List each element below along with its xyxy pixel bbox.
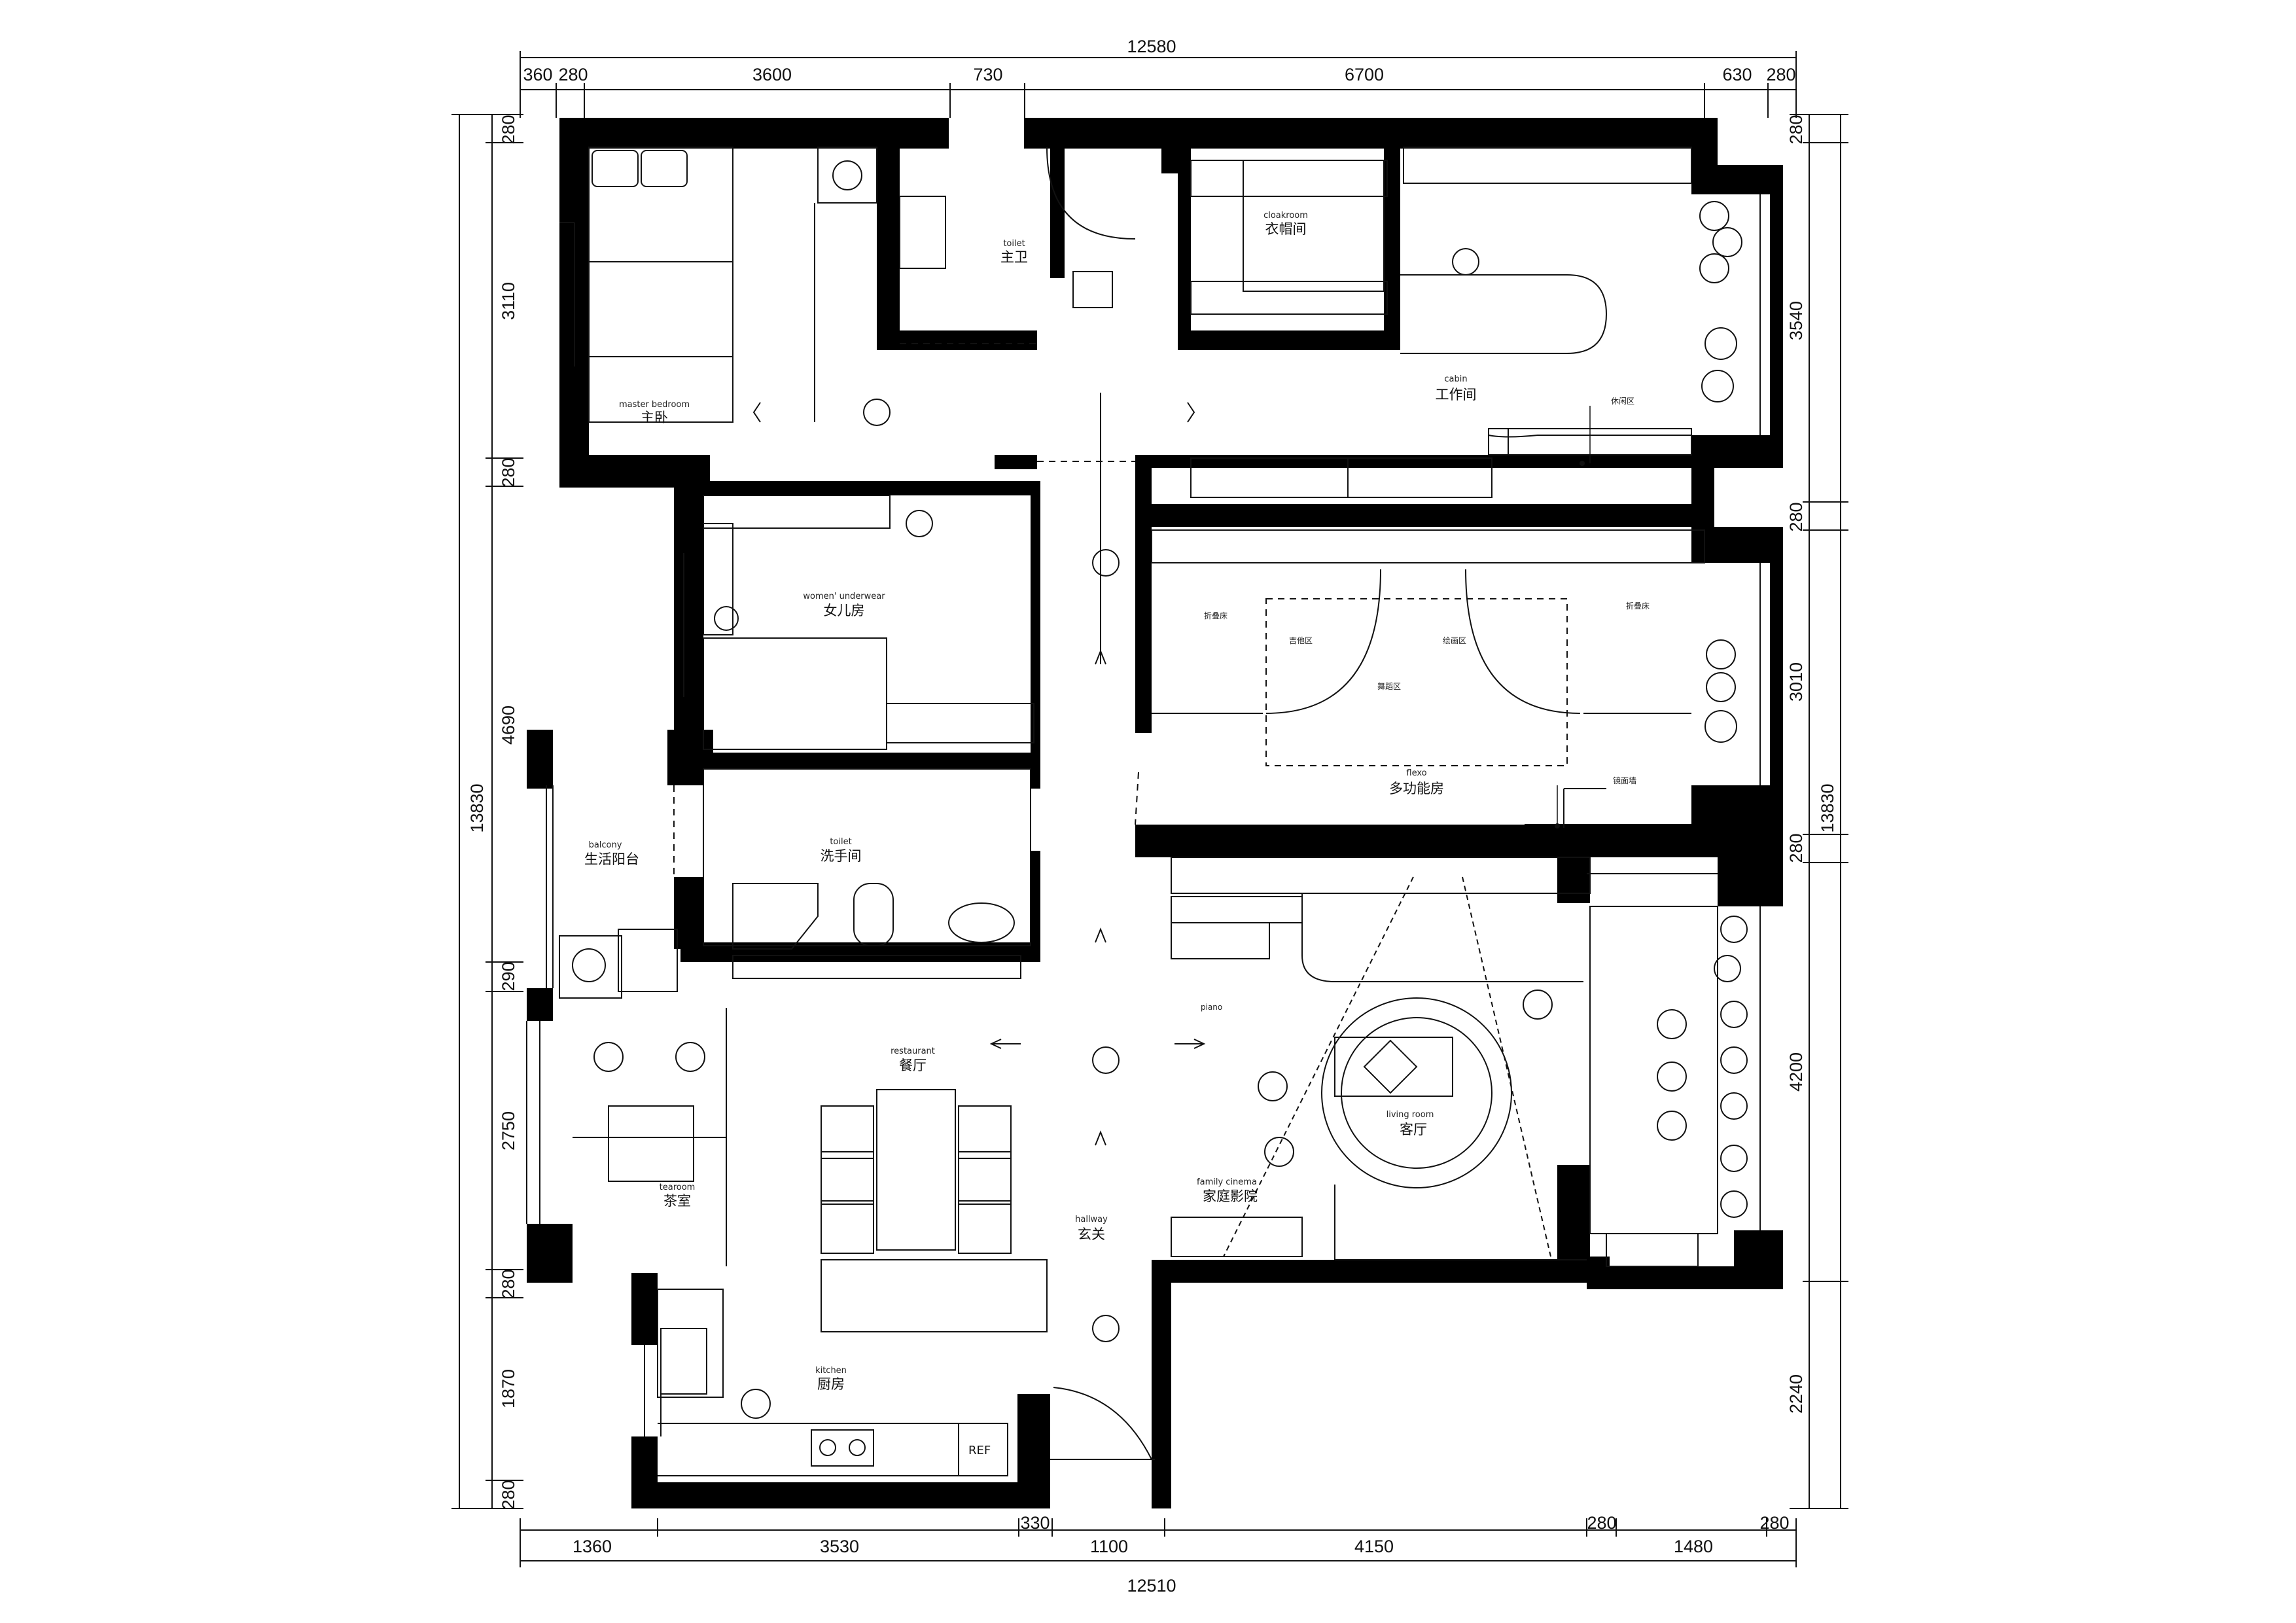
family-cinema-zh: 家庭影院 xyxy=(1203,1188,1258,1204)
annotations: 休闲区 折叠床 折叠床 吉他区 绘画区 舞蹈区 镜面墙 piano REF xyxy=(968,397,1650,1457)
painting-zone-label: 绘画区 xyxy=(1443,635,1466,645)
folding-bed-left-label: 折叠床 xyxy=(1204,611,1227,620)
dim-right-1: 280 xyxy=(1786,115,1806,144)
cabin-zh: 工作间 xyxy=(1436,387,1477,402)
balcony-en: balcony xyxy=(589,840,622,850)
dim-right-total: 13830 xyxy=(1818,783,1837,832)
master-toilet-zh: 主卫 xyxy=(1000,249,1028,265)
cloakroom-en: cloakroom xyxy=(1263,211,1308,221)
master-bedroom-zh: 主卧 xyxy=(641,410,668,425)
dim-top-7: 280 xyxy=(1766,65,1795,84)
flexo-en: flexo xyxy=(1406,768,1426,778)
balcony-zh: 生活阳台 xyxy=(584,851,639,867)
cabin-en: cabin xyxy=(1444,374,1467,384)
dim-left-8: 1870 xyxy=(499,1369,518,1408)
dim-left-2: 3110 xyxy=(499,282,518,320)
dim-bottom-2: 3530 xyxy=(820,1537,859,1556)
dim-bottom-1: 1360 xyxy=(573,1537,612,1556)
dim-top-4: 730 xyxy=(973,65,1002,84)
dim-right-2: 3540 xyxy=(1786,301,1806,340)
dim-left-9: 280 xyxy=(499,1480,518,1509)
dim-left-3: 280 xyxy=(499,457,518,487)
dim-top-3: 3600 xyxy=(752,65,792,84)
living-room-en: living room xyxy=(1386,1110,1434,1120)
dim-left-7: 280 xyxy=(499,1269,518,1298)
master-toilet-en: toilet xyxy=(1003,239,1025,249)
chair-icons xyxy=(593,248,1687,1419)
room-labels: master bedroom 主卧 toilet 主卫 cloakroom 衣帽… xyxy=(584,211,1477,1392)
dim-left-6: 2750 xyxy=(499,1111,518,1150)
dimension-labels: 12580 360 280 3600 730 6700 630 280 1251… xyxy=(467,37,1837,1596)
dim-left-4: 4690 xyxy=(499,705,518,745)
restaurant-zh: 餐厅 xyxy=(899,1058,927,1073)
dim-bottom-8: 280 xyxy=(1759,1513,1789,1533)
leisure-zone-label: 休闲区 xyxy=(1611,397,1634,406)
guitar-zone-label: 吉他区 xyxy=(1289,636,1313,645)
tearoom-zh: 茶室 xyxy=(663,1193,691,1209)
dim-bottom-7: 1480 xyxy=(1674,1537,1713,1556)
flexo-zh: 多功能房 xyxy=(1389,781,1444,796)
family-cinema-en: family cinema xyxy=(1197,1177,1257,1187)
master-bedroom-en: master bedroom xyxy=(619,400,690,410)
refrigerator-label: REF xyxy=(968,1444,991,1457)
dim-right-5: 280 xyxy=(1786,833,1806,863)
dim-right-7: 2240 xyxy=(1786,1374,1806,1414)
restaurant-en: restaurant xyxy=(891,1046,935,1056)
kitchen-zh: 厨房 xyxy=(817,1376,845,1392)
piano-label: piano xyxy=(1201,1003,1222,1012)
hallway-en: hallway xyxy=(1075,1215,1108,1224)
girl-room-en: women' underwear xyxy=(803,592,885,601)
cloakroom-zh: 衣帽间 xyxy=(1265,221,1307,237)
dim-top-1: 360 xyxy=(523,65,552,84)
mirror-wall-label: 镜面墙 xyxy=(1613,776,1636,785)
dim-bottom-5: 4150 xyxy=(1354,1537,1394,1556)
dimension-lines xyxy=(451,51,1848,1567)
girl-room-zh: 女儿房 xyxy=(824,603,865,618)
dim-left-1: 280 xyxy=(499,115,518,144)
dim-right-6: 4200 xyxy=(1786,1052,1806,1092)
hallway-zh: 玄关 xyxy=(1078,1226,1105,1242)
dim-top-total: 12580 xyxy=(1127,37,1176,56)
folding-bed-right-label: 折叠床 xyxy=(1626,601,1650,611)
dim-left-5: 290 xyxy=(499,961,518,991)
dim-top-6: 630 xyxy=(1722,65,1752,84)
planter-tree-icons xyxy=(1699,201,1748,1218)
washroom-zh: 洗手间 xyxy=(821,848,862,864)
dim-right-4: 3010 xyxy=(1786,662,1806,702)
dim-top-2: 280 xyxy=(558,65,588,84)
dance-zone-label: 舞蹈区 xyxy=(1377,682,1401,691)
dim-left-total: 13830 xyxy=(467,783,487,832)
dim-bottom-total: 12510 xyxy=(1127,1576,1176,1596)
dim-top-5: 6700 xyxy=(1345,65,1384,84)
washroom-en: toilet xyxy=(830,837,851,847)
dim-bottom-6: 280 xyxy=(1587,1513,1616,1533)
dim-right-3: 280 xyxy=(1786,502,1806,531)
living-room-zh: 客厅 xyxy=(1400,1122,1427,1137)
walls xyxy=(527,118,1783,1508)
tearoom-en: tearoom xyxy=(660,1183,696,1192)
kitchen-en: kitchen xyxy=(815,1366,847,1376)
dim-bottom-3: 330 xyxy=(1020,1513,1050,1533)
dim-bottom-4: 1100 xyxy=(1090,1537,1128,1556)
